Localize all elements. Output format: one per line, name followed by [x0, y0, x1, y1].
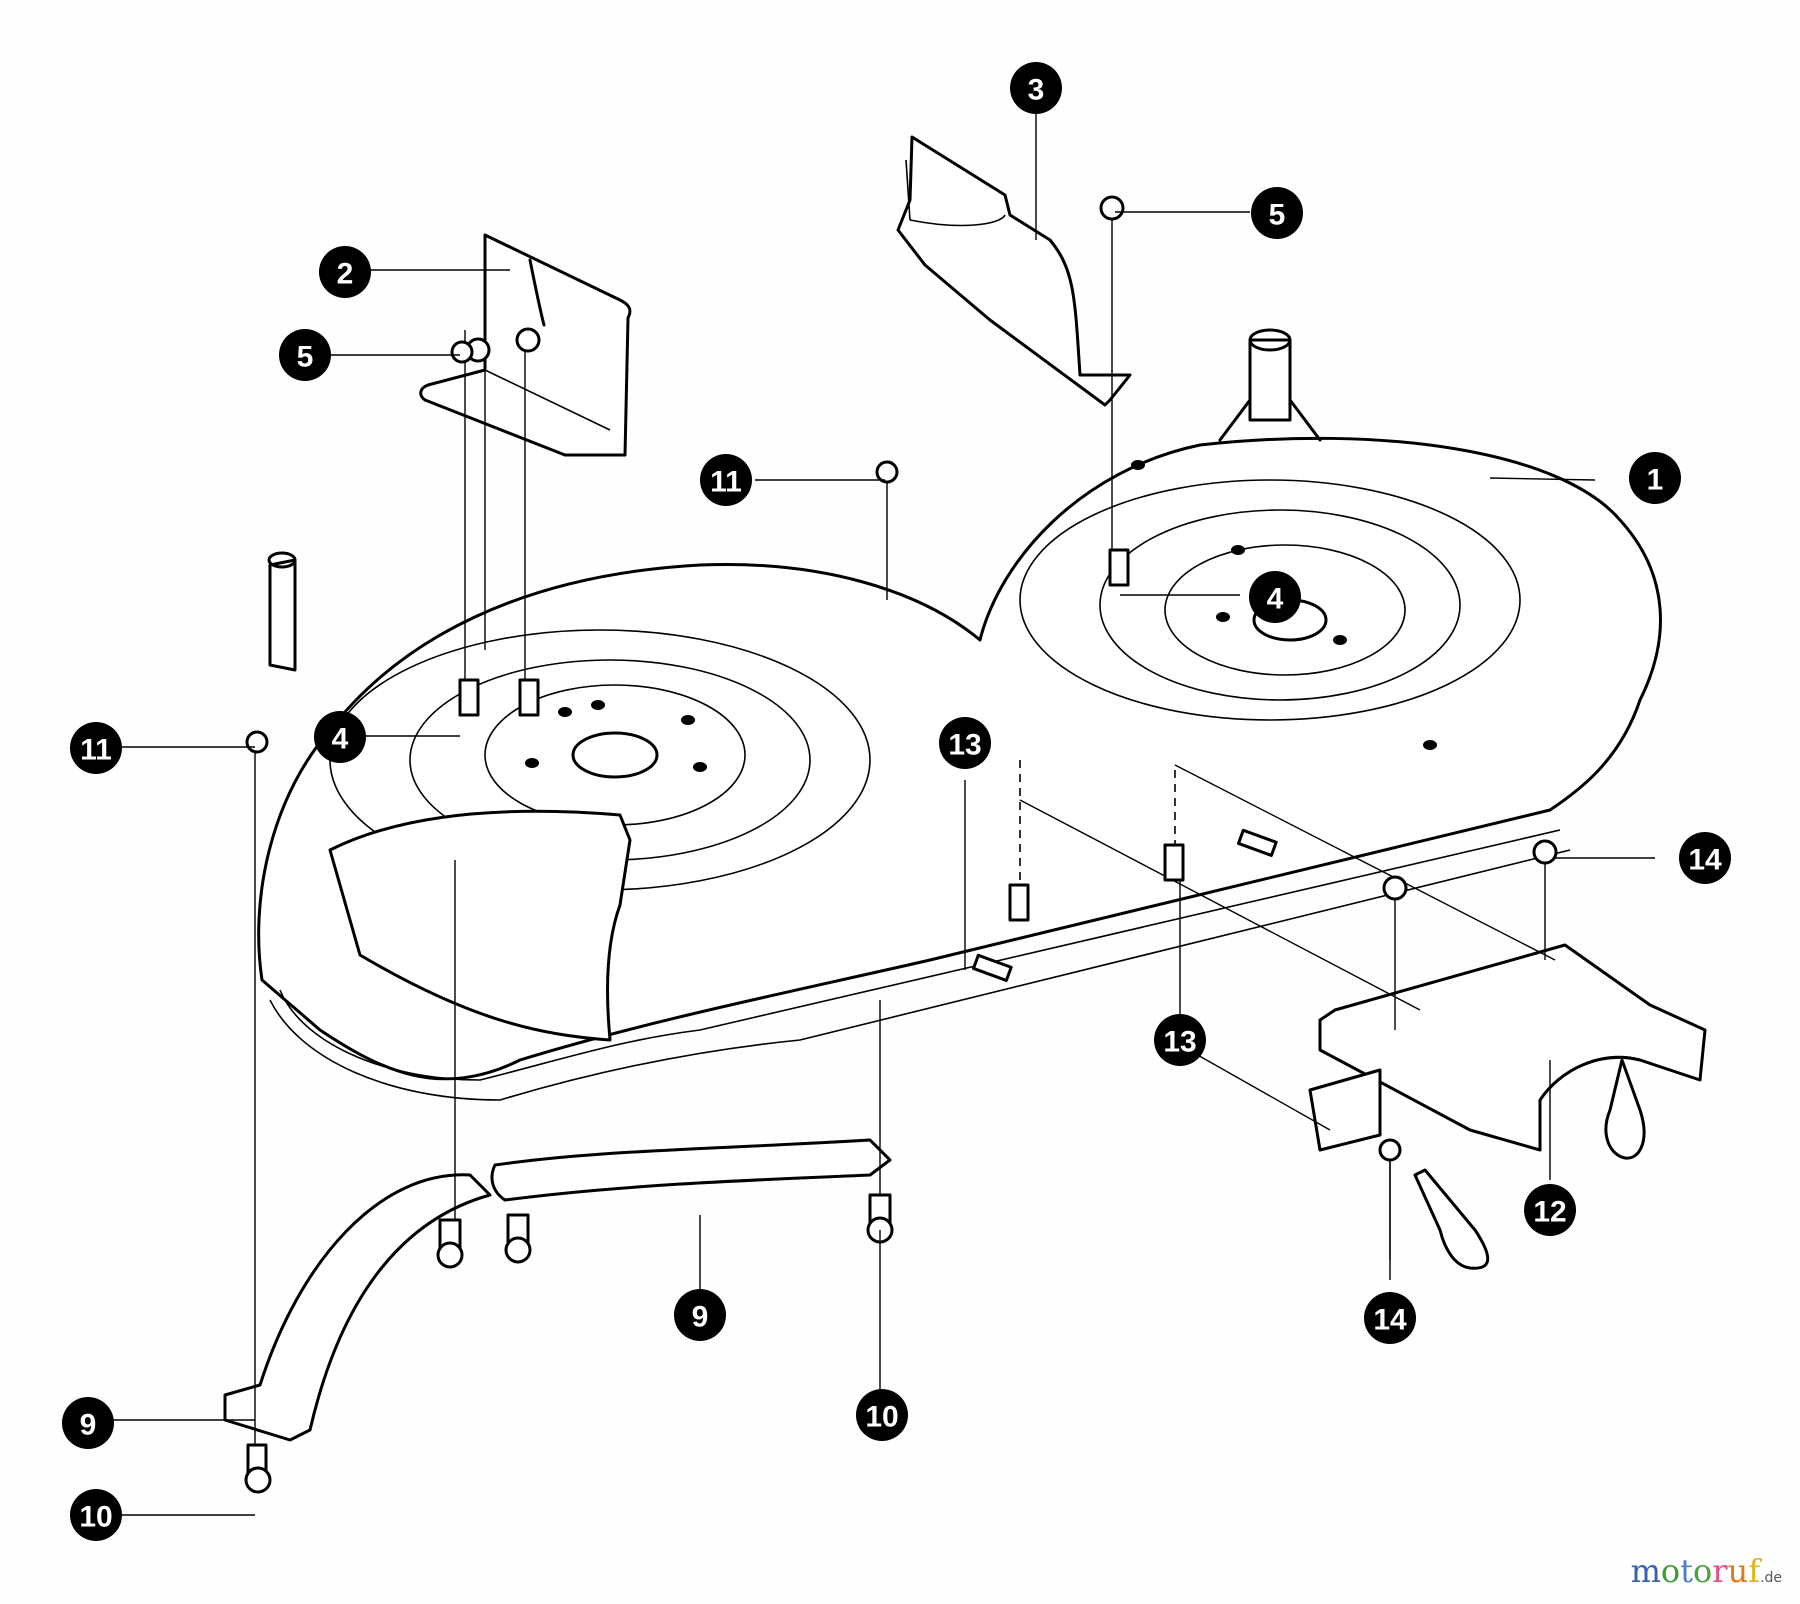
- watermark-letter: m: [1630, 1552, 1661, 1590]
- svg-text:4: 4: [1267, 583, 1284, 616]
- callout-5-left: 5: [279, 329, 331, 381]
- callout-14-right: 14: [1679, 832, 1731, 884]
- front-hanger-bracket: [1308, 943, 1707, 1270]
- callout-2: 2: [319, 246, 371, 298]
- callout-3: 3: [1010, 62, 1062, 114]
- svg-text:11: 11: [710, 466, 742, 499]
- callout-1: 1: [1629, 452, 1681, 504]
- svg-text:11: 11: [80, 734, 112, 767]
- fastener-guides: [254, 205, 1556, 1480]
- watermark-letter: r: [1712, 1552, 1728, 1590]
- baffles: [223, 1138, 892, 1442]
- svg-text:5: 5: [1269, 199, 1286, 232]
- svg-text:13: 13: [1163, 1026, 1196, 1059]
- svg-text:9: 9: [80, 1409, 97, 1442]
- callout-11-left: 11: [70, 722, 122, 774]
- fasteners: [244, 195, 1558, 1494]
- svg-text:14: 14: [1688, 844, 1722, 877]
- callout-9-center: 9: [674, 1289, 726, 1341]
- belt-guard-right: [896, 135, 1132, 407]
- svg-text:12: 12: [1533, 1196, 1566, 1229]
- watermark-letter: u: [1727, 1552, 1749, 1590]
- watermark-letter: f: [1748, 1552, 1761, 1590]
- callout-4-left: 4: [314, 711, 366, 763]
- svg-text:14: 14: [1373, 1304, 1407, 1337]
- callout-4-right: 4: [1249, 571, 1301, 623]
- callout-14-bottom: 14: [1364, 1292, 1416, 1344]
- watermark-tld: .de: [1760, 1570, 1782, 1586]
- svg-text:10: 10: [865, 1401, 898, 1434]
- callout-10-center: 10: [856, 1389, 908, 1441]
- svg-text:13: 13: [948, 729, 981, 762]
- callout-leaders: [110, 110, 1655, 1516]
- watermark-letter: o: [1660, 1552, 1681, 1590]
- callout-10-left: 10: [70, 1489, 122, 1541]
- callout-9-left: 9: [62, 1397, 114, 1449]
- watermark-logo: motoruf.de: [1631, 1552, 1782, 1590]
- callout-13-upper: 13: [939, 717, 991, 769]
- svg-text:1: 1: [1647, 464, 1664, 497]
- svg-text:3: 3: [1028, 74, 1045, 107]
- watermark-letter: o: [1693, 1552, 1713, 1590]
- svg-text:2: 2: [337, 258, 354, 291]
- discharge-chute-plate: [328, 809, 632, 1042]
- callout-13-lower: 13: [1154, 1014, 1206, 1066]
- svg-text:4: 4: [332, 723, 349, 756]
- svg-text:9: 9: [692, 1301, 709, 1334]
- callout-11-top: 11: [700, 454, 752, 506]
- callout-12: 12: [1524, 1184, 1576, 1236]
- callout-5-right: 5: [1251, 187, 1303, 239]
- svg-text:5: 5: [297, 341, 314, 374]
- watermark-letter: t: [1680, 1552, 1694, 1590]
- svg-text:10: 10: [79, 1501, 112, 1534]
